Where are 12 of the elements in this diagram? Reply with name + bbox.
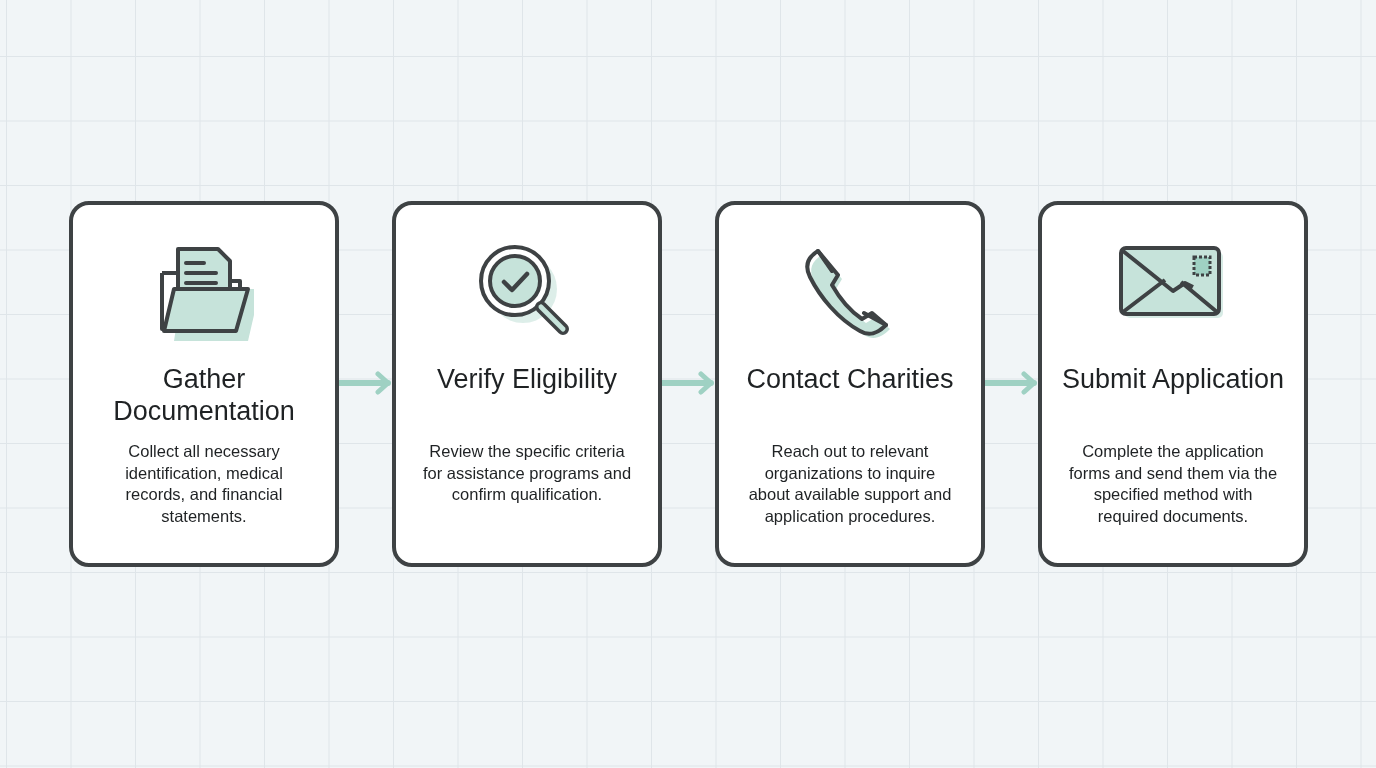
step-card [392, 201, 662, 567]
step-card [715, 201, 985, 567]
step-title: Contact Charities [745, 363, 955, 395]
step-description: Reach out to relevant organizations to inquire about available support and application procedures. [747, 441, 953, 527]
step-card [1038, 201, 1308, 567]
step-description: Collect all necessary identification, medical records, and financial statements. [124, 441, 284, 527]
step-title: Gather Documentation [112, 363, 296, 427]
step-description: Complete the application forms and send them via the specified method with required documents. [1068, 441, 1278, 527]
step-title: Verify Eligibility [435, 363, 619, 395]
step-card [69, 201, 339, 567]
step-description: Review the specific criteria for assistance programs and confirm qualification. [422, 441, 632, 505]
step-title: Submit Application [1060, 363, 1286, 395]
